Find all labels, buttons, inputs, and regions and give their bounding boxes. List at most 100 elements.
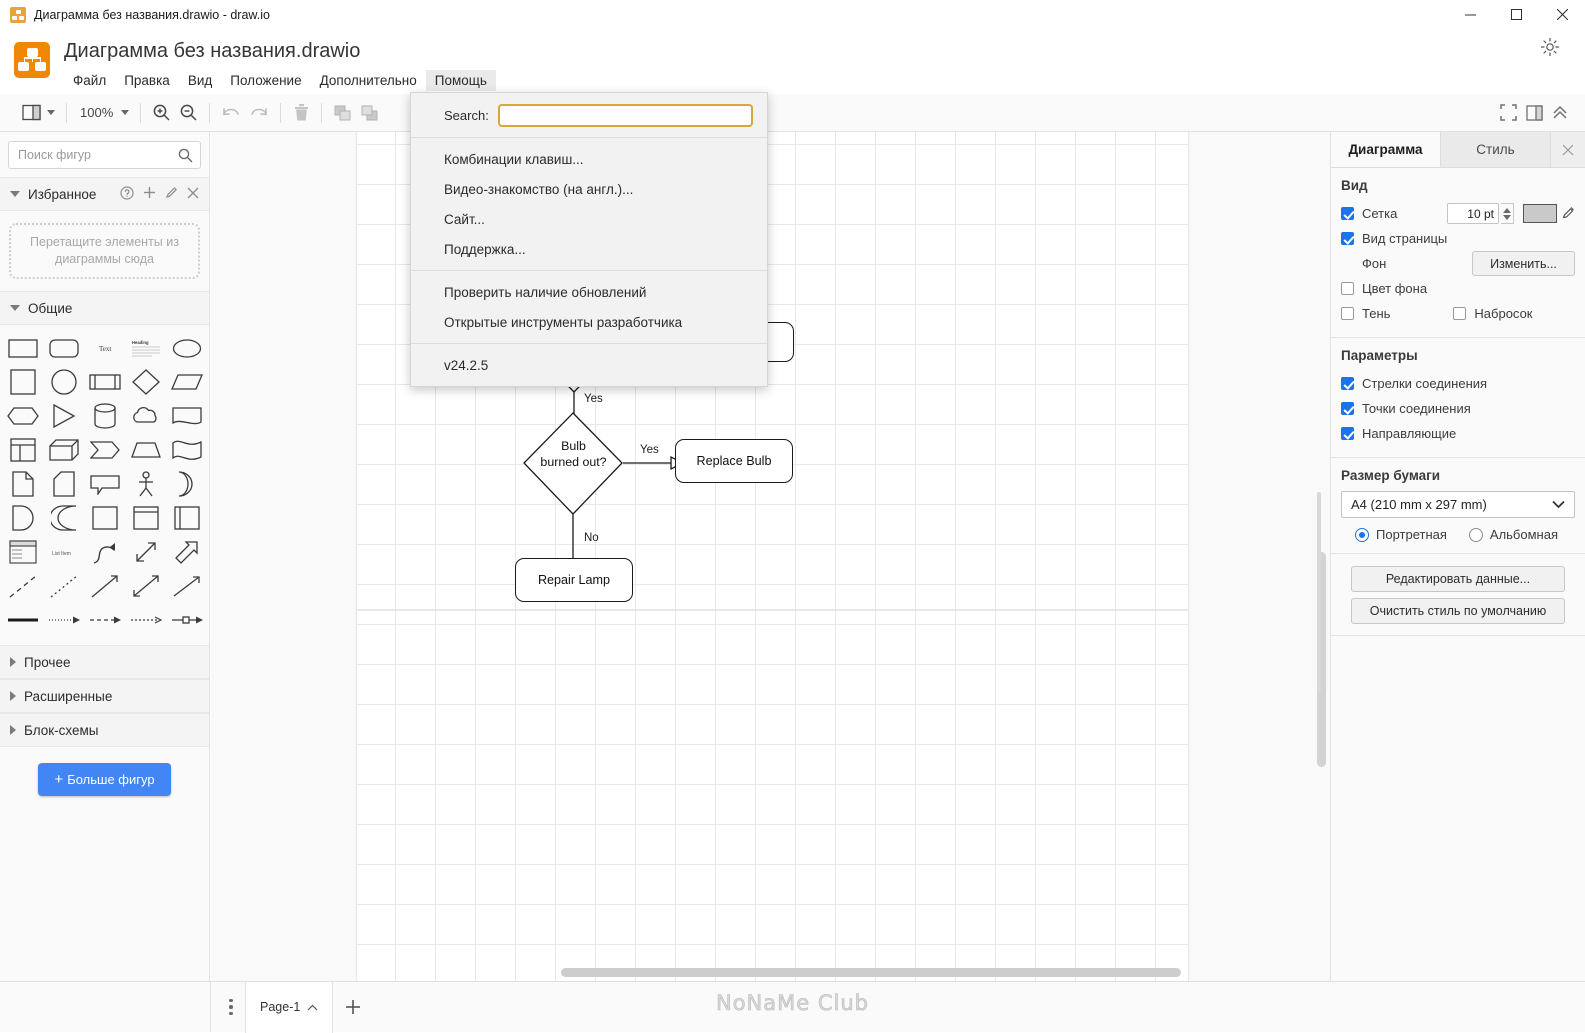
shape-edge-with-marker[interactable]	[166, 603, 207, 637]
checkbox-guides[interactable]	[1341, 427, 1354, 440]
tab-style[interactable]: Стиль	[1441, 132, 1551, 167]
checkbox-connection-arrows[interactable]	[1341, 377, 1354, 390]
eyedropper-icon[interactable]	[1562, 206, 1575, 222]
shape-link-arrow[interactable]	[43, 603, 84, 637]
shape-trapezoid[interactable]	[125, 433, 166, 467]
undo-icon[interactable]	[217, 98, 245, 128]
shape-rounded-rectangle[interactable]	[43, 331, 84, 365]
shape-list-item[interactable]: List Item	[43, 535, 84, 569]
shape-bidirectional-arrow[interactable]	[125, 535, 166, 569]
diagram-canvas[interactable]: Yes Bulb burned out? Yes Replace Bulb No…	[211, 132, 1330, 981]
clear-default-style-button[interactable]: Очистить стиль по умолчанию	[1351, 598, 1565, 624]
grid-color-swatch[interactable]	[1523, 204, 1557, 223]
canvas-vertical-scrollbar[interactable]	[1317, 552, 1326, 767]
add-page-button[interactable]	[333, 998, 373, 1016]
shape-circle[interactable]	[43, 365, 84, 399]
panel-layout-icon[interactable]	[18, 98, 59, 128]
shape-document[interactable]	[166, 399, 207, 433]
menu-help[interactable]: Помощь	[425, 70, 496, 91]
menu-item-support[interactable]: Поддержка...	[444, 241, 526, 257]
zoom-level-button[interactable]: 100%	[74, 98, 133, 128]
radio-portrait[interactable]	[1355, 527, 1369, 542]
shape-tape[interactable]	[166, 433, 207, 467]
checkbox-page-view[interactable]	[1341, 232, 1354, 245]
format-panel-icon[interactable]	[1521, 98, 1547, 128]
sidebar-section-advanced[interactable]: Расширенные	[0, 679, 209, 713]
zoom-out-icon[interactable]	[175, 98, 202, 128]
checkbox-sketch[interactable]	[1453, 307, 1467, 320]
shape-display[interactable]	[43, 501, 84, 535]
shape-dashed-line[interactable]	[2, 569, 43, 603]
paper-size-select[interactable]: A4 (210 mm x 297 mm)	[1341, 491, 1575, 518]
minimize-button[interactable]	[1447, 0, 1493, 30]
shape-open-arrow[interactable]	[125, 603, 166, 637]
menu-search-input[interactable]	[497, 103, 753, 127]
shape-rectangle[interactable]	[2, 331, 43, 365]
help-icon[interactable]	[120, 185, 134, 203]
edit-data-button[interactable]: Редактировать данные...	[1351, 566, 1565, 592]
grid-size-stepper[interactable]	[1501, 203, 1514, 224]
shape-simple-arrow[interactable]	[166, 569, 207, 603]
shape-hexagon[interactable]	[2, 399, 43, 433]
shape-directional-arrow[interactable]	[84, 569, 125, 603]
menu-item-check-updates[interactable]: Проверить наличие обновлений	[444, 284, 647, 300]
tab-diagram[interactable]: Диаграмма	[1331, 132, 1441, 167]
bring-to-front-icon[interactable]	[329, 98, 356, 128]
format-panel-close-icon[interactable]	[1551, 132, 1585, 167]
send-to-back-icon[interactable]	[356, 98, 383, 128]
shape-card[interactable]	[43, 467, 84, 501]
edit-icon[interactable]	[165, 186, 178, 202]
change-background-button[interactable]: Изменить...	[1472, 251, 1575, 276]
shape-list[interactable]	[2, 535, 43, 569]
shape-replace-bulb[interactable]: Replace Bulb	[675, 439, 793, 483]
shape-search-box[interactable]	[8, 141, 201, 169]
sidebar-section-flowcharts[interactable]: Блок-схемы	[0, 713, 209, 747]
shape-double-arrow[interactable]	[125, 569, 166, 603]
shape-repair-lamp[interactable]: Repair Lamp	[515, 558, 633, 602]
shape-triangle[interactable]	[43, 399, 84, 433]
shape-ellipse[interactable]	[166, 331, 207, 365]
shape-cube[interactable]	[43, 433, 84, 467]
chevron-up-icon[interactable]	[307, 1000, 318, 1014]
shape-note[interactable]	[2, 467, 43, 501]
shape-horizontal-container[interactable]	[166, 501, 207, 535]
radio-landscape[interactable]	[1468, 527, 1483, 542]
menu-item-intro-video[interactable]: Видео-знакомство (на англ.)...	[444, 181, 634, 197]
shape-text[interactable]: Text	[84, 331, 125, 365]
fullscreen-icon[interactable]	[1495, 98, 1521, 128]
trash-icon[interactable]	[288, 98, 314, 128]
checkbox-connection-points[interactable]	[1341, 402, 1354, 415]
shape-delay[interactable]	[2, 501, 43, 535]
redo-icon[interactable]	[245, 98, 273, 128]
kebab-menu-icon[interactable]	[217, 998, 245, 1016]
sidebar-section-favorites[interactable]: Избранное	[0, 177, 209, 211]
menu-file[interactable]: Файл	[73, 73, 107, 88]
shape-cylinder[interactable]	[84, 399, 125, 433]
favorites-dropzone[interactable]: Перетащите элементы из диаграммы сюда	[9, 223, 200, 279]
checkbox-background-color[interactable]	[1341, 282, 1354, 295]
shape-diamond[interactable]	[125, 365, 166, 399]
more-shapes-button[interactable]: +Больше фигур	[38, 763, 171, 796]
theme-brightness-icon[interactable]	[1539, 36, 1561, 58]
shape-block-arrow[interactable]	[166, 535, 207, 569]
format-panel-scrollbar[interactable]	[1317, 492, 1321, 692]
sidebar-section-general[interactable]: Общие	[0, 291, 209, 325]
shape-cloud[interactable]	[125, 399, 166, 433]
shape-dotted-line[interactable]	[43, 569, 84, 603]
shape-table[interactable]	[2, 433, 43, 467]
sidebar-section-other[interactable]: Прочее	[0, 645, 209, 679]
page-tab-page-1[interactable]: Page-1	[245, 981, 334, 1033]
close-button[interactable]	[1539, 0, 1585, 30]
shape-container[interactable]	[84, 501, 125, 535]
shape-callout[interactable]	[84, 467, 125, 501]
shape-search-input[interactable]	[9, 142, 200, 168]
zoom-in-icon[interactable]	[148, 98, 175, 128]
shape-actor[interactable]	[125, 467, 166, 501]
menu-arrange[interactable]: Положение	[230, 73, 302, 88]
menu-view[interactable]: Вид	[187, 73, 213, 88]
shape-thick-line[interactable]	[2, 603, 43, 637]
checkbox-shadow[interactable]	[1341, 307, 1354, 320]
menu-item-dev-tools[interactable]: Открытые инструменты разработчика	[444, 314, 683, 330]
canvas-horizontal-scrollbar[interactable]	[561, 968, 1181, 977]
shape-curved-arrow[interactable]	[84, 535, 125, 569]
